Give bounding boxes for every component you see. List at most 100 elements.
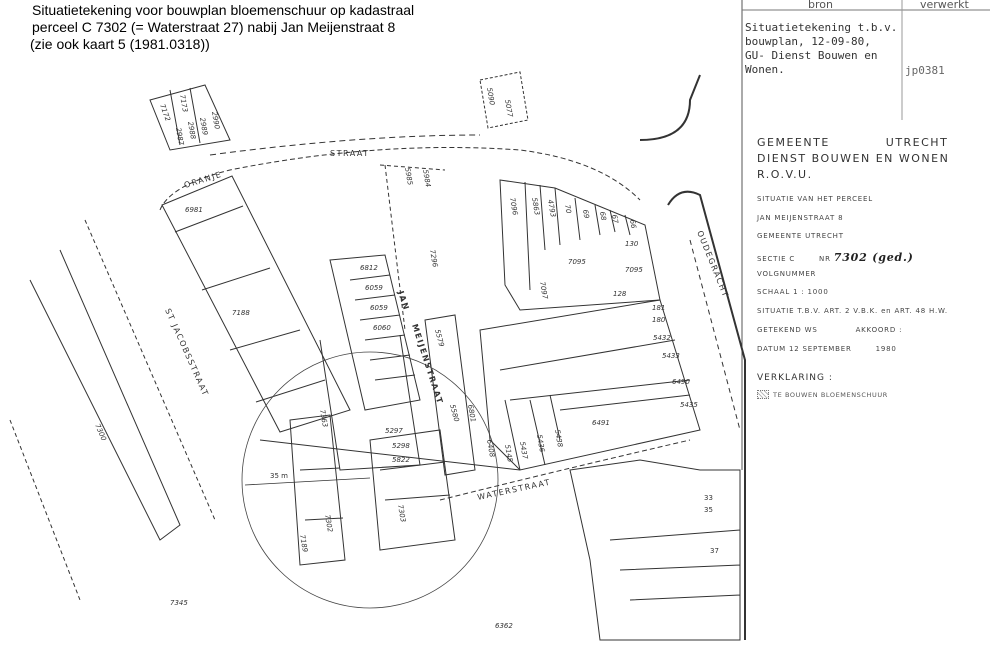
- block-dividers: [174, 205, 326, 403]
- parcel-number: 2987: [174, 127, 185, 146]
- column-header-bron: bron: [808, 0, 833, 11]
- bron-line: Situatietekening t.b.v.: [745, 21, 898, 34]
- parcel-number: 67: [610, 214, 620, 225]
- jan-meijenstraat-parcels: [329, 254, 421, 411]
- parcel-7296-edge: [379, 164, 446, 331]
- field-nr-value: 7302 (ged.): [833, 251, 914, 265]
- parcel-number: 181: [652, 304, 665, 312]
- block-south-west: [289, 414, 346, 566]
- parcel-number: 5985: [403, 167, 414, 186]
- parcel-number: 2990: [210, 111, 221, 130]
- parcel-number: 5579: [433, 328, 445, 348]
- parcel-number: 7303: [396, 504, 407, 523]
- st-jacobsstraat-edge-left: [9, 419, 81, 601]
- parcel-number: 6059: [365, 284, 383, 292]
- field-situatie: SITUATIE VAN HET PERCEEL: [757, 195, 873, 203]
- parcel-number: 5436: [535, 434, 546, 453]
- org-rovu: R.O.V.U.: [757, 168, 813, 181]
- parcel-number: 5822: [392, 456, 410, 464]
- parcel-number: 128: [613, 290, 627, 298]
- parcel-number: 7172: [158, 103, 172, 123]
- field-situatie-tbv: SITUATIE T.B.V. ART. 2 V.B.K. en ART. 48…: [757, 307, 948, 316]
- parcel-number: 7173: [178, 94, 189, 113]
- radius-line: [244, 477, 371, 486]
- parcel-outline-top: [149, 84, 231, 151]
- parcel-number: 68: [598, 211, 608, 222]
- parcel-number: 5863: [530, 197, 541, 216]
- parcel-number: 6362: [495, 622, 513, 630]
- parcel-number: 6491: [592, 419, 610, 427]
- parcel-number: 70: [563, 204, 573, 215]
- parcel-number: 7302: [323, 514, 334, 533]
- field-nr-label: NR: [819, 255, 831, 264]
- column-header-verwerkt: verwerkt: [920, 0, 969, 11]
- block-north-east-dividers: [524, 181, 631, 291]
- parcel-number: 7296: [428, 249, 439, 268]
- parcel-number: 7345: [170, 599, 188, 607]
- distance-label: 35 m: [270, 472, 288, 480]
- block-south-east-dividers: [499, 339, 691, 471]
- field-getekend: GETEKEND WS: [757, 325, 818, 334]
- parcel-number: 66: [628, 219, 638, 230]
- parcel-number: 5432: [653, 334, 671, 342]
- parcel-number: 6490: [672, 378, 690, 386]
- bron-line: Wonen.: [745, 63, 785, 76]
- parcel-number: 5580: [448, 403, 460, 423]
- parcel-number: 130: [625, 240, 639, 248]
- verwerkt-value: jp0381: [905, 64, 945, 77]
- parcel-number: 6981: [185, 206, 203, 214]
- block-middle: [319, 334, 421, 471]
- field-datum: DATUM 12 SEPTEMBER: [757, 344, 852, 353]
- parcel-number: 5145: [503, 444, 514, 463]
- parcel-number: 7095: [625, 266, 643, 274]
- block-south-east: [479, 299, 701, 471]
- caption-line-3: (zie ook kaart 5 (1981.0318)): [30, 36, 210, 52]
- street-label-straat: STRAAT: [330, 149, 370, 158]
- parcel-number: 5297: [385, 427, 403, 435]
- legend-item: TE BOUWEN BLOEMENSCHUUR: [757, 390, 888, 399]
- field-sectie: SECTIE C: [757, 255, 796, 264]
- parcel-number: 5437: [518, 441, 529, 460]
- parcel-number: 5090: [485, 87, 496, 106]
- parcel-number: 5077: [503, 99, 514, 118]
- st-jacobsstraat-edge: [84, 219, 216, 521]
- oudegracht-wall-west: [667, 190, 746, 640]
- parcel-number: 6060: [373, 324, 391, 332]
- bron-text: Situatietekening t.b.v. bouwplan, 12-09-…: [745, 21, 897, 77]
- parcel-number: 7188: [232, 309, 250, 317]
- parcel-number: 180: [652, 316, 666, 324]
- parcel-number: 6408: [485, 439, 496, 458]
- parcel-number: 37: [710, 547, 719, 555]
- block-6981-7188: [161, 175, 351, 433]
- bron-line: GU- Dienst Bouwen en: [745, 49, 878, 62]
- parcel-number: 2988: [186, 121, 197, 140]
- st-jacobsstraat-building: [29, 249, 181, 541]
- field-volgnummer: VOLGNUMMER: [757, 269, 817, 278]
- field-adres: JAN MEIJENSTRAAT 8: [757, 213, 844, 222]
- waterstraat-edge: [439, 439, 691, 501]
- block-south-middle: [369, 429, 456, 551]
- street-label-oranje: ORANJE: [183, 170, 223, 190]
- parcel-number: 33: [704, 494, 713, 502]
- parcel-5579-5580: [424, 314, 476, 476]
- parcel-5090-5077: [479, 71, 529, 129]
- parcel-number: 7097: [538, 281, 549, 300]
- hatch-swatch-icon: [757, 390, 769, 399]
- parcel-number: 6059: [370, 304, 388, 312]
- map-caption: Situatietekening voor bouwplan bloemensc…: [30, 2, 414, 53]
- oranjestraat-edge: [159, 147, 641, 211]
- parcel-number: 5435: [680, 401, 698, 409]
- parcel-number: 5298: [392, 442, 410, 450]
- titleblock-fields: SITUATIE VAN HET PERCEEL JAN MEIJENSTRAA…: [757, 195, 948, 363]
- field-jaar: 1980: [875, 344, 897, 353]
- caption-line-1: Situatietekening voor bouwplan bloemensc…: [32, 2, 415, 18]
- parcel-number: 7096: [508, 197, 519, 216]
- parcel-number: 7095: [568, 258, 586, 266]
- waterstraat-line: [259, 439, 521, 471]
- legend-title: VERKLARING :: [757, 373, 833, 383]
- parcel-number: 7189: [298, 534, 309, 553]
- oudegracht-wall-north: [639, 74, 701, 141]
- parcel-number: 5984: [421, 169, 432, 188]
